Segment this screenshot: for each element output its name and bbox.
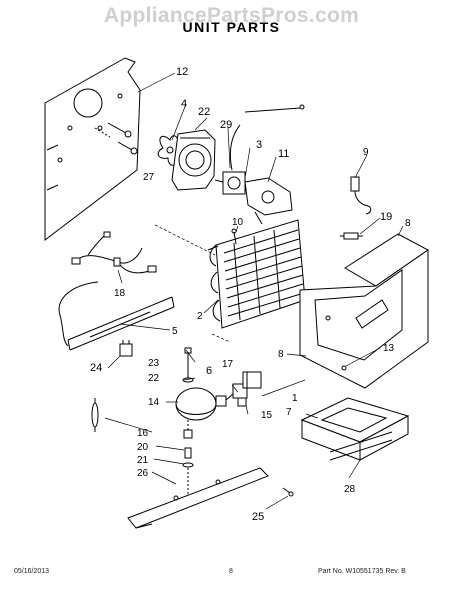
callout-2: 2 (197, 311, 203, 322)
callout-24: 24 (90, 362, 102, 374)
callout-28: 28 (344, 484, 356, 495)
fan-shroud-part (171, 129, 216, 191)
power-cord-part (58, 281, 175, 351)
callout-20: 20 (137, 442, 149, 453)
thermostat-part (350, 176, 372, 215)
screw-set-part (94, 122, 138, 155)
callout-16: 16 (137, 428, 149, 439)
callout-12: 12 (176, 66, 188, 78)
callout-1: 1 (292, 393, 298, 404)
motor-bracket-part (244, 177, 293, 225)
condenser-coil-part (207, 219, 306, 329)
callout-23: 23 (148, 358, 160, 369)
page-title: UNIT PARTS (182, 19, 281, 35)
base-screw-part (282, 487, 294, 497)
callout-25: 25 (252, 511, 264, 523)
callout-8-lower: 8 (278, 349, 284, 360)
callout-18: 18 (114, 288, 126, 299)
callout-9: 9 (363, 147, 369, 158)
callout-19: 19 (380, 211, 392, 223)
capillary-tube-part (91, 398, 99, 432)
base-cover-part (299, 233, 429, 389)
callout-26: 26 (137, 468, 149, 479)
footer-page-number: 8 (229, 568, 233, 575)
callout-13: 13 (383, 343, 395, 354)
callout-4: 4 (181, 98, 187, 110)
leader-lines (104, 72, 404, 510)
callout-6: 6 (206, 365, 212, 377)
callout-22-grommet: 22 (148, 373, 160, 384)
footer-part-number: Part No. W10551735 Rev. B (318, 568, 406, 575)
callout-3: 3 (256, 139, 262, 151)
callout-22-fan-shroud: 22 (198, 106, 210, 118)
callout-29: 29 (220, 119, 232, 131)
watermark: AppliancePartsPros.com (103, 4, 360, 27)
footer-date: 05/16/2013 (14, 568, 50, 575)
callout-15: 15 (261, 410, 273, 421)
grommet-stack-part (182, 420, 194, 468)
callout-14: 14 (148, 397, 160, 408)
callout-7: 7 (286, 407, 292, 418)
callout-8-upper: 8 (405, 218, 411, 229)
compressor-part (175, 383, 248, 421)
drain-pan-part (300, 397, 410, 461)
callout-27: 27 (143, 172, 155, 183)
callout-21: 21 (137, 455, 149, 466)
callout-11: 11 (278, 148, 289, 160)
bracket-plate-part (44, 57, 141, 242)
overload-relay-part (242, 371, 262, 389)
plug-part (119, 340, 133, 357)
filter-drier-part (340, 232, 363, 240)
callout-10: 10 (232, 217, 244, 228)
wiring-harness-part (71, 231, 157, 274)
callout-5: 5 (172, 326, 178, 337)
mounting-bolt-part (182, 347, 194, 383)
base-plate-part (127, 467, 269, 529)
callout-17: 17 (222, 359, 234, 370)
